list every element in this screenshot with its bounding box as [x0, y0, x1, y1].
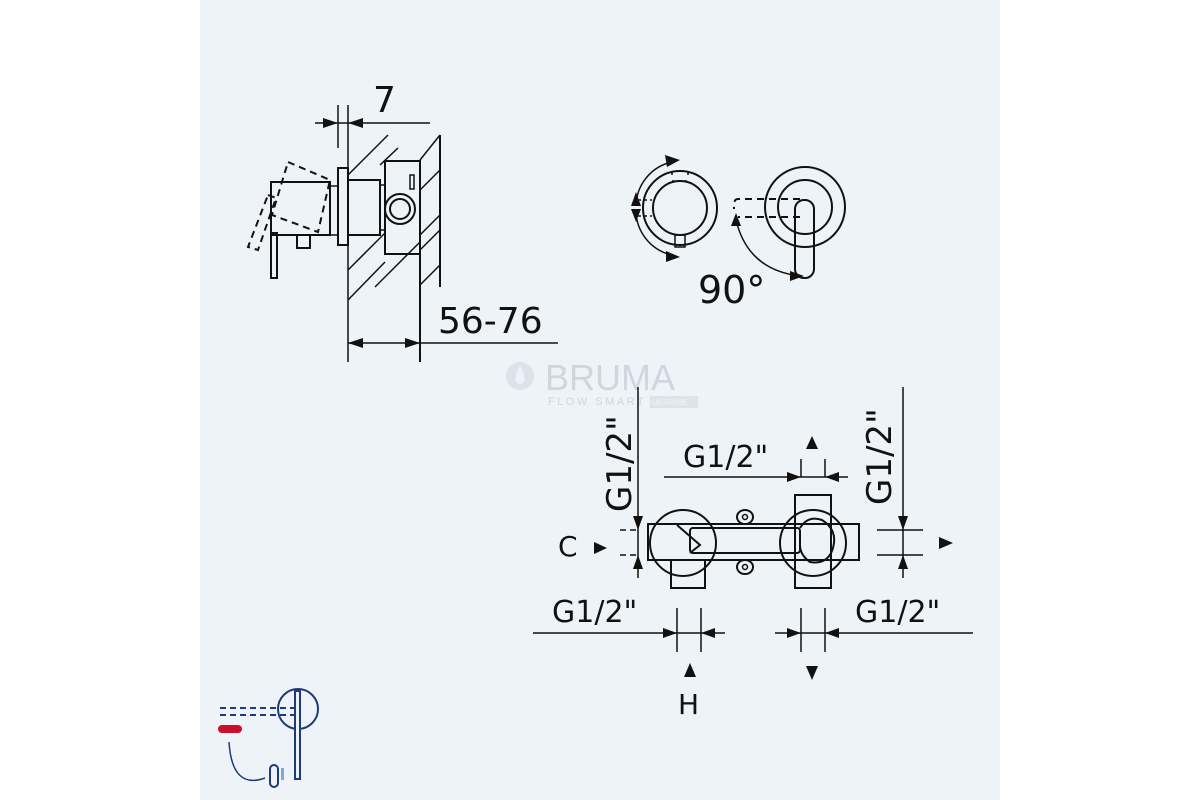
front-view: 90° [631, 155, 846, 312]
bottom-left-connection-label: G1/2" [552, 595, 637, 630]
bottom-right-connection-label: G1/2" [855, 595, 940, 630]
connection-view: G1/2" C G1/2" G1/2" G1/2" H G1/2" [533, 387, 973, 721]
watermark: BRUMA FLOW SMART UKRAINE [506, 357, 698, 408]
watermark-country: UKRAINE [652, 398, 688, 407]
rotation-label: 90° [698, 268, 765, 312]
drawing-panel [200, 0, 1000, 800]
depth-dimension-label: 56-76 [438, 301, 543, 342]
watermark-brand: BRUMA [545, 357, 675, 398]
temperature-lever-icon [218, 688, 319, 788]
hot-thermometer-icon [218, 725, 242, 733]
top-center-connection-label: G1/2" [683, 440, 768, 475]
offset-dimension-label: 7 [373, 80, 396, 121]
cold-inlet-label: C [558, 530, 578, 563]
side-view: 7 56-76 [246, 80, 558, 362]
hot-inlet-label: H [678, 688, 699, 721]
watermark-tagline: FLOW SMART [548, 396, 646, 408]
top-right-connection-label: G1/2" [860, 408, 900, 505]
cold-thermometer-icon [269, 764, 279, 788]
top-left-connection-label: G1/2" [600, 415, 640, 512]
